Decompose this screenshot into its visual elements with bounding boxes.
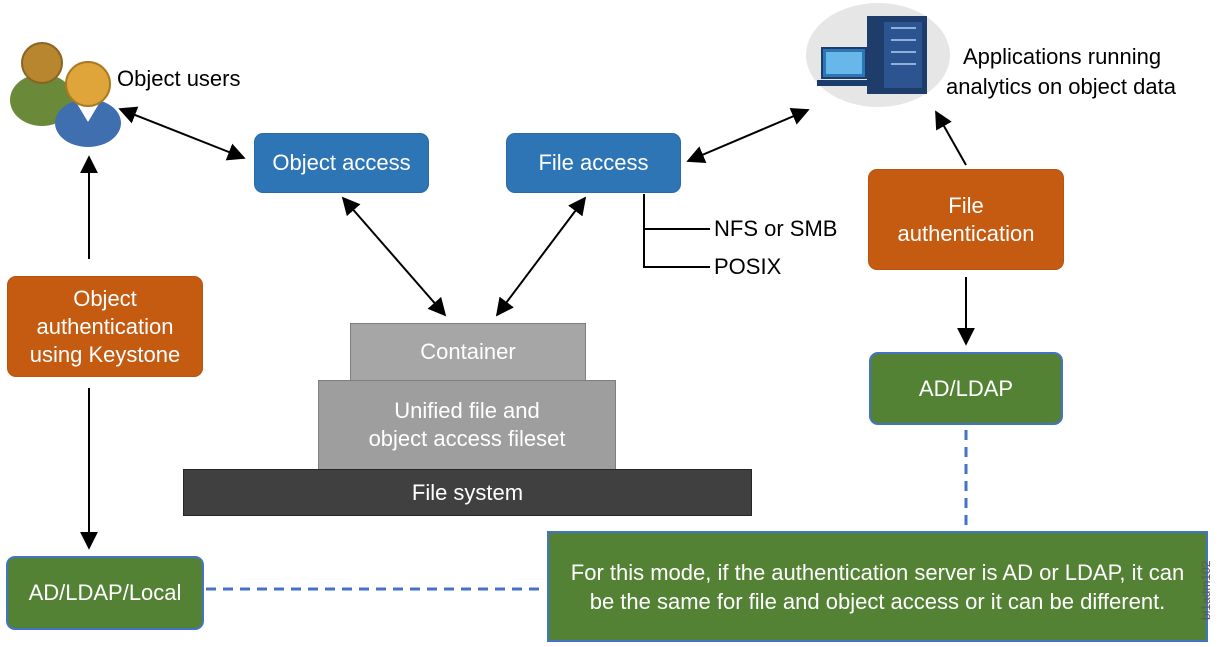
applications-label-line1: Applications running	[963, 44, 1162, 69]
object-authentication-box: Object authentication using Keystone	[7, 276, 203, 377]
posix-label: POSIX	[714, 254, 782, 279]
fileset-line1: Unified file and	[394, 398, 540, 423]
ad-ldap-box: AD/LDAP	[869, 352, 1063, 425]
applications-label-line2: analytics on object data	[946, 74, 1176, 99]
file-authentication-box: File authentication	[868, 169, 1064, 270]
container-layer: Container	[350, 323, 586, 381]
users-icon	[10, 42, 121, 147]
fileset-layer: Unified file and object access fileset	[318, 380, 616, 470]
fileset-line2: object access fileset	[368, 426, 566, 451]
object-authentication-line2: authentication	[36, 313, 174, 339]
file-system-layer: File system	[183, 469, 752, 516]
authentication-note: For this mode, if the authentication ser…	[547, 531, 1208, 642]
object-authentication-line3: using Keystone	[29, 341, 181, 367]
ad-ldap-local-box: AD/LDAP/Local	[6, 556, 204, 630]
object-users-label: Object users	[117, 66, 241, 91]
file-authentication-line2: authentication	[897, 220, 1035, 246]
nfs-smb-label: NFS or SMB	[714, 216, 838, 241]
server-monitor-icon	[806, 3, 950, 107]
file-access-box: File access	[506, 133, 681, 193]
figure-id: bl1adm102	[1199, 561, 1213, 620]
object-access-box: Object access	[254, 133, 429, 193]
object-authentication-line1: Object	[73, 285, 137, 311]
file-authentication-line1: File	[948, 192, 984, 218]
